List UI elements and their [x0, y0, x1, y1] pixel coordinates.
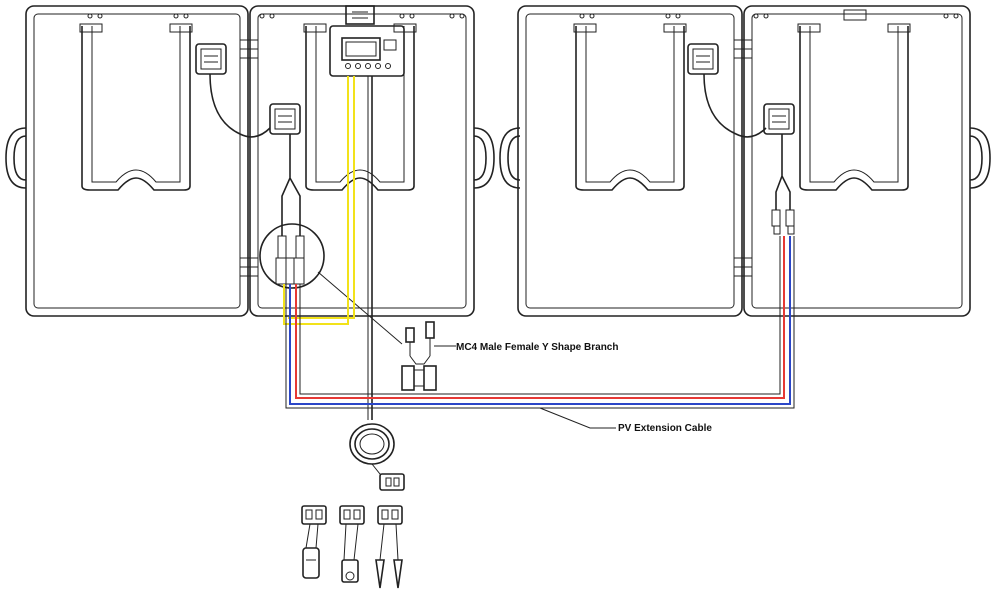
junction-box-icon	[763, 103, 795, 135]
junction-box-icon	[269, 103, 301, 135]
carry-handle-icon	[969, 127, 991, 189]
charge-controller-icon	[329, 25, 405, 77]
right-solar-kit	[499, 5, 991, 317]
hinge-top	[733, 39, 753, 59]
adapter-car-socket	[301, 505, 327, 579]
controller-yellow-wire	[283, 76, 355, 325]
wiring	[209, 73, 795, 429]
adapter-ring-terminals	[339, 505, 365, 583]
y-branch-label: MC4 Male Female Y Shape Branch	[456, 342, 618, 353]
hinge-bottom	[239, 257, 259, 277]
carry-handle-icon	[499, 127, 521, 189]
solar-panel-4	[743, 5, 971, 317]
cable-coil-icon	[349, 423, 395, 475]
positive-wire-red	[295, 236, 785, 399]
solar-panel-2	[249, 5, 475, 317]
anderson-connector-icon	[379, 473, 405, 491]
solar-panel-3	[517, 5, 743, 317]
left-solar-kit	[5, 5, 495, 317]
mc4-connector	[275, 235, 305, 285]
extension-cable-label: PV Extension Cable	[618, 423, 712, 434]
detail-callout-circle	[259, 223, 325, 289]
alligator-clip-icon	[375, 505, 403, 589]
carry-handle-icon	[473, 127, 495, 189]
hinge-bottom	[733, 257, 753, 277]
carry-handle-icon	[5, 127, 27, 189]
junction-box-icon	[687, 43, 719, 75]
hinge-top	[239, 39, 259, 59]
y-branch-detail: MC4 Male Female Y Shape Branch	[401, 321, 618, 391]
junction-box-icon	[195, 43, 227, 75]
negative-wire-blue	[289, 236, 791, 405]
solar-panel-1	[25, 5, 249, 317]
